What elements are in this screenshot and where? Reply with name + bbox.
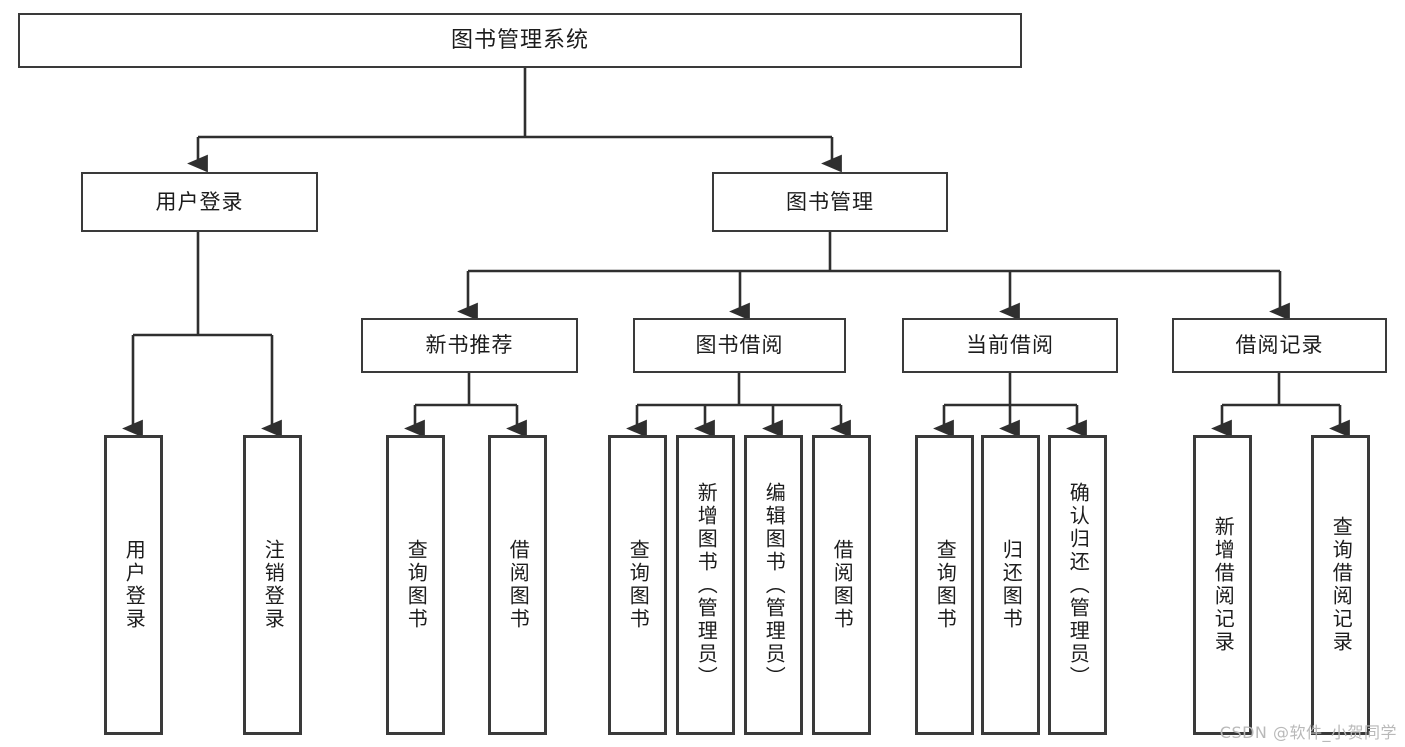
node-label: 用户登录 (155, 189, 244, 214)
node-leaf-borrow-book-1[interactable]: 借阅图书 (488, 435, 547, 735)
node-leaf-query-book-2[interactable]: 查询图书 (608, 435, 667, 735)
node-label: 查询图书 (933, 539, 958, 631)
node-leaf-logout[interactable]: 注销登录 (243, 435, 302, 735)
node-leaf-return-book[interactable]: 归还图书 (981, 435, 1040, 735)
node-label: 查询图书 (404, 539, 429, 631)
node-label: 图书借阅 (695, 333, 784, 358)
node-label: 新增借阅记录 (1211, 516, 1236, 654)
node-label: 注销登录 (261, 539, 286, 631)
node-label: 借阅图书 (506, 539, 531, 631)
node-label: 编辑图书（管理员） (762, 481, 787, 689)
node-leaf-edit-book[interactable]: 编辑图书（管理员） (744, 435, 803, 735)
node-label: 借阅记录 (1235, 333, 1324, 358)
node-leaf-add-book[interactable]: 新增图书（管理员） (676, 435, 735, 735)
watermark-text: CSDN @软件_小贺同学 (1219, 723, 1397, 742)
node-label: 图书管理 (786, 189, 874, 214)
node-new-book-recommend[interactable]: 新书推荐 (361, 318, 578, 373)
node-book-manage[interactable]: 图书管理 (712, 172, 948, 232)
node-leaf-query-book-3[interactable]: 查询图书 (915, 435, 974, 735)
node-label: 当前借阅 (966, 333, 1054, 358)
node-leaf-borrow-book-2[interactable]: 借阅图书 (812, 435, 871, 735)
node-label: 归还图书 (999, 539, 1024, 631)
node-current-borrow[interactable]: 当前借阅 (902, 318, 1118, 373)
node-label: 借阅图书 (830, 539, 855, 631)
node-label: 图书管理系统 (450, 27, 589, 53)
node-label: 新增图书（管理员） (694, 481, 719, 689)
node-root-system[interactable]: 图书管理系统 (18, 13, 1022, 68)
node-leaf-add-record[interactable]: 新增借阅记录 (1193, 435, 1252, 735)
node-label: 查询图书 (626, 539, 651, 631)
node-label: 确认归还（管理员） (1066, 481, 1091, 689)
node-leaf-confirm-return[interactable]: 确认归还（管理员） (1048, 435, 1107, 735)
node-leaf-query-book-1[interactable]: 查询图书 (386, 435, 445, 735)
node-borrow-record[interactable]: 借阅记录 (1172, 318, 1387, 373)
node-leaf-user-login[interactable]: 用户登录 (104, 435, 163, 735)
node-label: 新书推荐 (425, 333, 514, 358)
node-leaf-query-record[interactable]: 查询借阅记录 (1311, 435, 1370, 735)
node-book-borrow[interactable]: 图书借阅 (633, 318, 846, 373)
node-user-login[interactable]: 用户登录 (81, 172, 318, 232)
node-label: 查询借阅记录 (1329, 516, 1354, 654)
node-label: 用户登录 (122, 539, 147, 631)
